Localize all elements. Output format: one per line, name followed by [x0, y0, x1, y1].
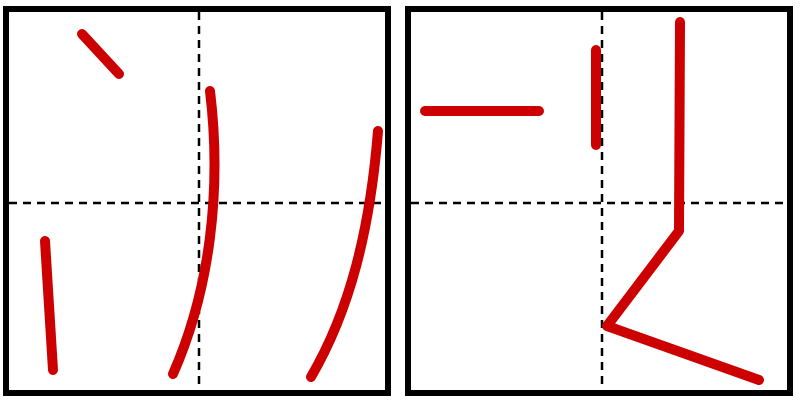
left-strokes	[40, 29, 383, 382]
short-vertical-stroke	[40, 236, 58, 375]
right-curved-stroke	[306, 126, 383, 382]
bent-long-stroke	[602, 17, 764, 385]
left-guide-lines	[9, 12, 388, 390]
middle-curved-stroke	[168, 86, 220, 379]
right-strokes	[420, 17, 764, 385]
dot-stroke	[77, 29, 124, 79]
left-practice-square	[3, 6, 391, 396]
right-guide-lines	[411, 12, 790, 390]
